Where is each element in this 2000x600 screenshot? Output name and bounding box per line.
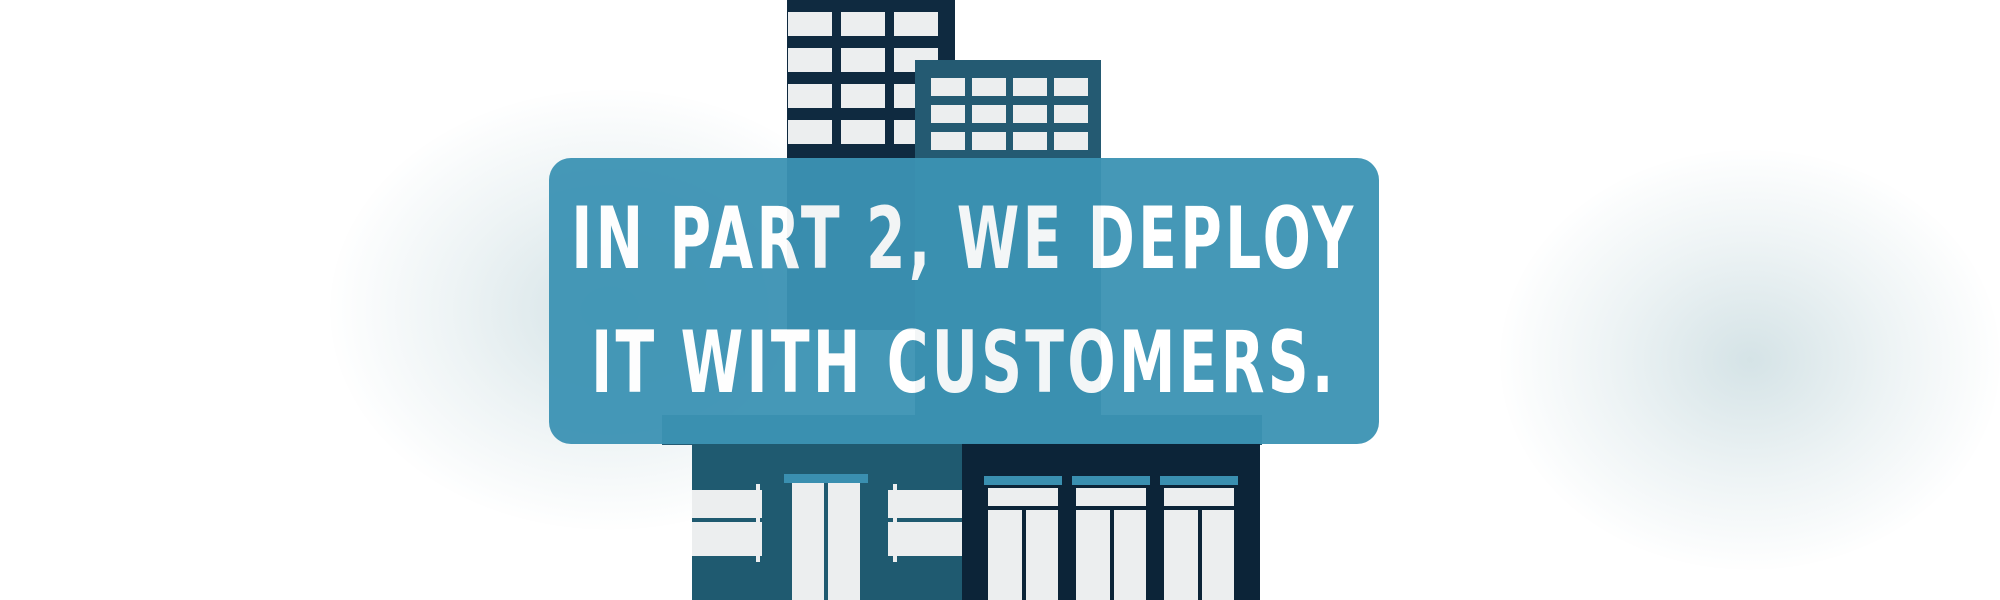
headline-line-1: IN PART 2, WE DEPLOY [571,189,1357,289]
ground-left-windows [692,484,962,562]
ground-right-storefronts [984,476,1238,600]
headline-line-2: IT WITH CUSTOMERS. [591,313,1337,413]
headline-banner: IN PART 2, WE DEPLOY IT WITH CUSTOMERS. [549,158,1379,444]
background-glow-right [1500,150,2000,570]
tower-front-windows [931,78,1088,150]
ground-left-door [784,474,868,600]
